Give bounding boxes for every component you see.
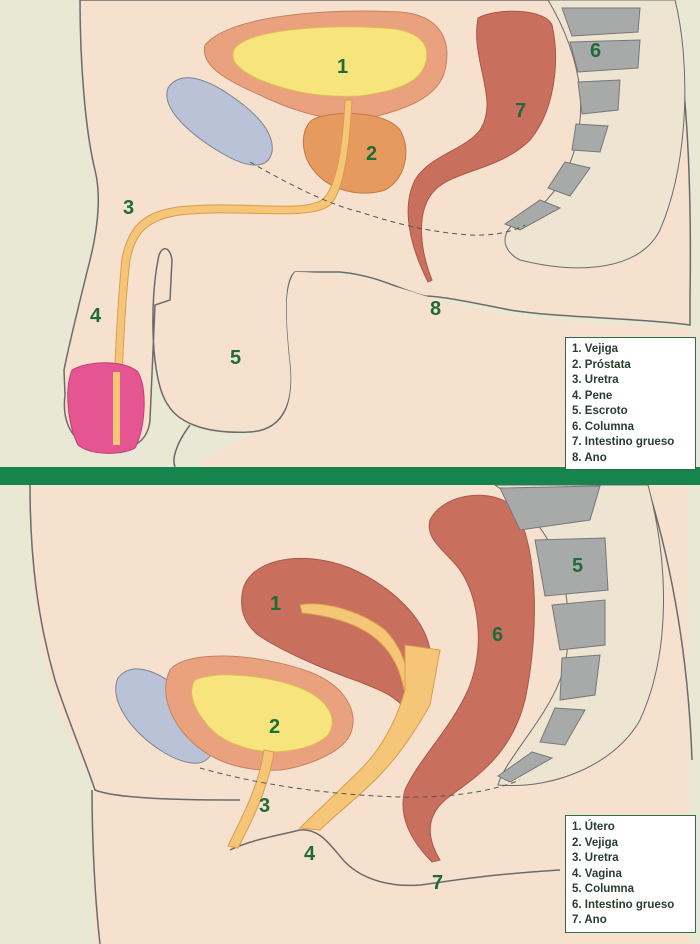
male-urethra-glans (113, 372, 120, 445)
female-vertebra-3 (552, 600, 605, 650)
male-vertebra-2 (570, 40, 640, 72)
female-legend-item: 5. Columna (572, 882, 689, 898)
female-label-2: 2 (269, 716, 280, 738)
female-legend-item: 3. Uretra (572, 851, 689, 867)
female-label-7: 7 (432, 872, 443, 894)
male-label-2: 2 (366, 143, 377, 165)
male-label-8: 8 (430, 298, 441, 320)
male-vertebra-3 (578, 80, 620, 114)
female-legend-list: 1. Útero 2. Vejiga 3. Uretra 4. Vagina 5… (572, 820, 689, 929)
female-label-1: 1 (270, 593, 281, 615)
female-vertebra-4 (560, 655, 600, 700)
male-legend-list: 1. Vejiga 2. Próstata 3. Uretra 4. Pene … (572, 342, 689, 466)
male-glans (68, 363, 144, 454)
male-legend-item: 3. Uretra (572, 373, 689, 389)
male-legend-item: 1. Vejiga (572, 342, 689, 358)
male-label-4: 4 (90, 305, 102, 327)
male-label-3: 3 (123, 197, 134, 219)
male-legend-item: 7. Intestino grueso (572, 435, 689, 451)
female-legend-item: 4. Vagina (572, 867, 689, 883)
female-legend-item: 7. Ano (572, 913, 689, 929)
female-label-6: 6 (492, 624, 503, 646)
male-label-7: 7 (515, 100, 526, 122)
male-legend-item: 2. Próstata (572, 358, 689, 374)
male-label-1: 1 (337, 56, 348, 78)
male-label-6: 6 (590, 40, 601, 62)
male-legend-item: 4. Pene (572, 389, 689, 405)
female-label-5: 5 (572, 555, 583, 577)
male-legend-item: 5. Escroto (572, 404, 689, 420)
male-label-5: 5 (230, 347, 241, 369)
male-vertebra-1 (562, 8, 640, 36)
male-legend-item: 6. Columna (572, 420, 689, 436)
female-legend: 1. Útero 2. Vejiga 3. Uretra 4. Vagina 5… (565, 815, 696, 933)
female-label-3: 3 (259, 795, 270, 817)
female-legend-item: 2. Vejiga (572, 836, 689, 852)
female-label-4: 4 (304, 843, 316, 865)
female-legend-item: 1. Útero (572, 820, 689, 836)
male-legend-item: 8. Ano (572, 451, 689, 467)
male-legend: 1. Vejiga 2. Próstata 3. Uretra 4. Pene … (565, 337, 696, 470)
female-legend-item: 6. Intestino grueso (572, 898, 689, 914)
